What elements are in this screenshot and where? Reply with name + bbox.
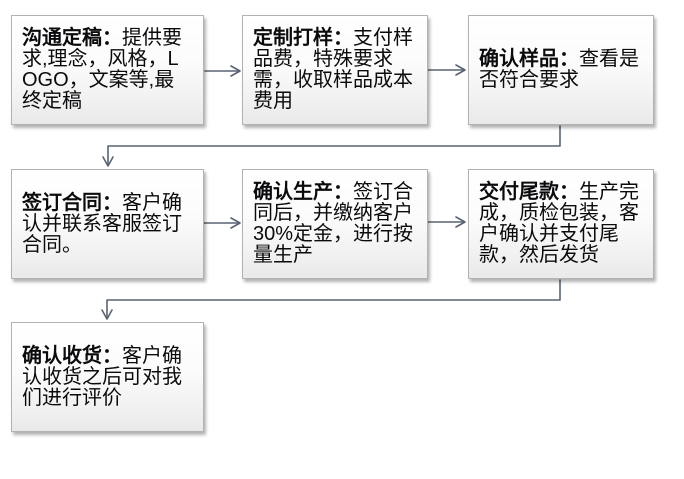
flow-step-1-body: 提供要求,理念，风格，LOGO，文案等,最终定稿 — [22, 27, 182, 112]
flow-step-4-title: 签订合同： — [22, 191, 122, 214]
arrowhead-step6-step7 — [101, 309, 113, 320]
arrowhead-step4-step5 — [230, 217, 241, 229]
flow-step-5-confirm-production: 确认生产：签订合同后，并缴纳客户30%定金，进行按量生产 — [242, 169, 428, 279]
flow-step-5-text: 确认生产：签订合同后，并缴纳客户30%定金，进行按量生产 — [253, 182, 418, 266]
flow-step-6-final-payment: 交付尾款：生产完成，质检包装，客户确认并支付尾款，然后发货 — [468, 169, 654, 279]
flow-step-7-body: 客户确认收货之后可对我们进行评价 — [22, 344, 182, 409]
flow-step-7-text: 确认收货：客户确认收货之后可对我们进行评价 — [22, 344, 194, 409]
flow-step-2-text: 定制打样：支付样品费，特殊要求需，收取样品成本费用 — [253, 28, 418, 112]
flow-step-4-text: 签订合同：客户确认并联系客服签订合同。 — [22, 191, 194, 256]
arrowhead-step2-step3 — [455, 64, 466, 76]
flow-step-1-title: 沟通定稿： — [22, 27, 122, 49]
flow-step-7-title: 确认收货： — [22, 344, 122, 367]
flow-step-6-body: 生产完成，质检包装，客户确认并支付尾款，然后发货 — [479, 181, 639, 266]
flow-step-3-confirm-sample: 确认样品：查看是否符合要求 — [468, 15, 654, 125]
flow-step-3-body: 查看是否符合要求 — [479, 48, 639, 91]
flow-step-2-sampling: 定制打样：支付样品费，特殊要求需，收取样品成本费用 — [242, 15, 428, 125]
flow-step-2-body: 支付样品费，特殊要求需，收取样品成本费用 — [253, 27, 413, 112]
flow-step-6-title: 交付尾款： — [479, 181, 579, 203]
flow-step-3-text: 确认样品：查看是否符合要求 — [479, 49, 644, 91]
arrowhead-step5-step6 — [455, 216, 466, 228]
arrow-line-step6-step7 — [106, 279, 561, 318]
flow-step-1-communication: 沟通定稿：提供要求,理念，风格，LOGO，文案等,最终定稿 — [11, 15, 204, 125]
flow-step-4-sign-contract: 签订合同：客户确认并联系客服签订合同。 — [11, 169, 204, 279]
flow-step-3-title: 确认样品： — [479, 48, 579, 70]
flow-step-1-text: 沟通定稿：提供要求,理念，风格，LOGO，文案等,最终定稿 — [22, 28, 194, 112]
flow-step-5-title: 确认生产： — [253, 181, 353, 203]
flow-step-7-confirm-receipt: 确认收货：客户确认收货之后可对我们进行评价 — [11, 322, 204, 432]
flow-step-6-text: 交付尾款：生产完成，质检包装，客户确认并支付尾款，然后发货 — [479, 182, 644, 266]
arrowhead-step1-step2 — [230, 65, 241, 77]
arrow-line-step3-step4 — [107, 125, 561, 165]
flow-step-4-body: 客户确认并联系客服签订合同。 — [22, 191, 182, 256]
flow-step-5-body: 签订合同后，并缴纳客户30%定金，进行按量生产 — [253, 181, 414, 266]
arrowhead-step3-step4 — [102, 156, 114, 167]
flow-step-2-title: 定制打样： — [253, 27, 353, 49]
